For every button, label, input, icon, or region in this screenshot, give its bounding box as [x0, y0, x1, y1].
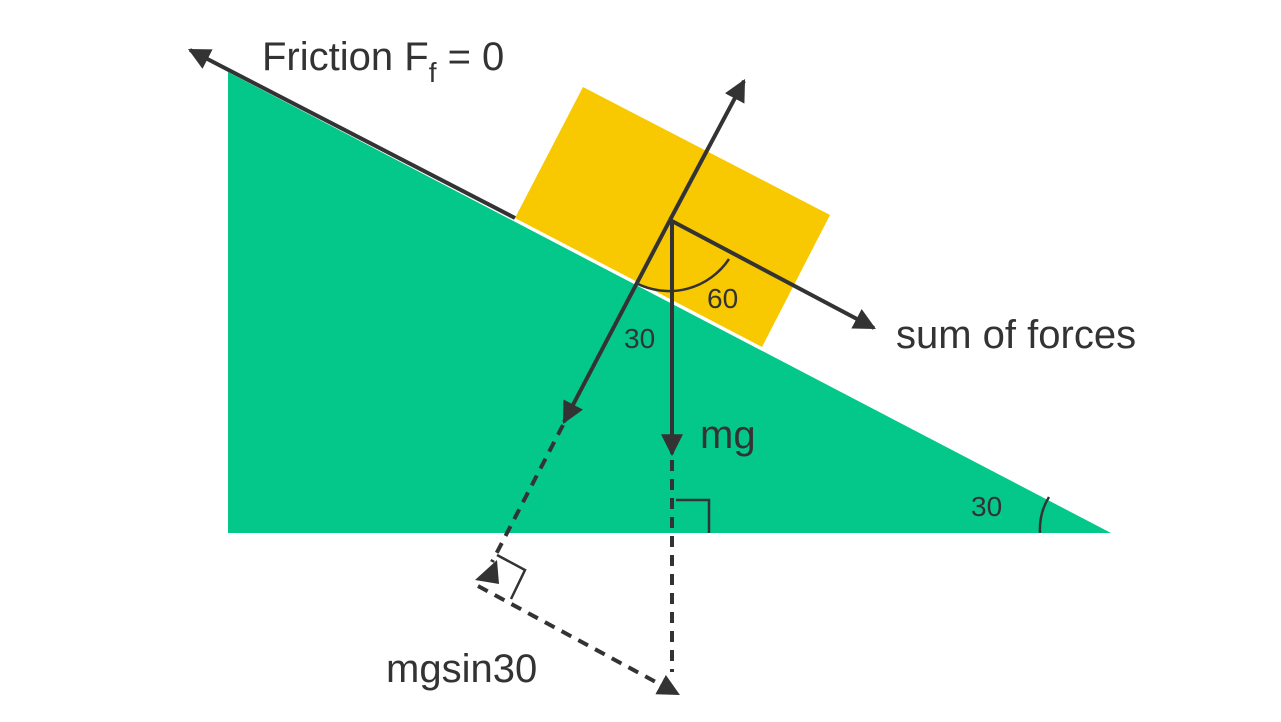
dashed-normal-extension: [490, 424, 565, 563]
angle-arc-block: [635, 258, 731, 293]
angle-label-30-incline: 30: [971, 491, 1002, 522]
angle-label-30-block: 30: [624, 323, 655, 354]
sum-of-forces-label: sum of forces: [896, 313, 1136, 357]
inclined-plane: [228, 72, 1111, 533]
friction-label-subscript: f: [429, 57, 437, 88]
normal-component-arrow: [562, 219, 672, 424]
friction-arrow: [188, 48, 516, 220]
sum-of-forces-arrow: [669, 218, 876, 330]
friction-label: Friction Ff = 0: [262, 35, 504, 88]
mgsin30-label: mgsin30: [386, 647, 537, 691]
mg-label: mg: [700, 413, 756, 457]
right-angle-marker-dashed-triangle: [496, 553, 527, 600]
angle-label-60: 60: [707, 283, 738, 314]
normal-force-arrow: [668, 79, 746, 221]
friction-label-main: Friction F: [262, 35, 429, 79]
right-angle-marker-base: [676, 498, 711, 533]
mgsin30-triangle-arrowhead: [475, 560, 499, 584]
angle-arc-incline: [1038, 496, 1051, 534]
friction-label-equals: = 0: [436, 35, 504, 79]
